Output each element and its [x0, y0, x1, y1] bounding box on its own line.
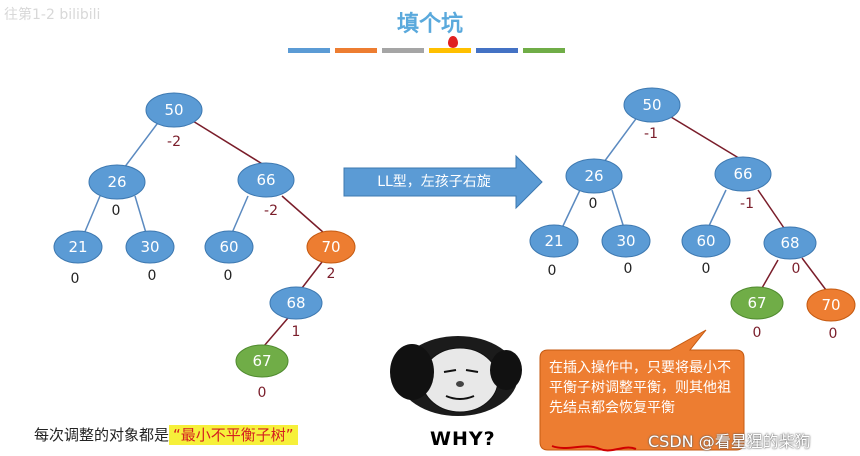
right-node-60: 60	[681, 224, 731, 258]
right-node-50: 50	[623, 87, 681, 123]
node-label: 60	[696, 232, 715, 250]
bottom-caption: 每次调整的对象都是“最小不平衡子树”	[34, 424, 298, 445]
edge-66-60	[707, 189, 727, 229]
bf-label: -1	[644, 126, 658, 142]
edge-50-66	[187, 117, 265, 166]
node-label: 66	[256, 171, 275, 189]
color-bar-2	[335, 48, 377, 53]
edge-68-67	[263, 317, 289, 347]
node-label: 50	[164, 101, 183, 119]
right-node-67: 67	[730, 286, 784, 320]
bf-label: 0	[258, 385, 267, 401]
edge-68-70	[801, 257, 827, 291]
left-node-50: 50	[145, 92, 203, 128]
edge-50-66	[665, 113, 743, 161]
bilibili-watermark: 往第1-2 bilibili	[4, 7, 101, 23]
edge-50-26	[123, 119, 161, 169]
edge-50-26	[603, 115, 639, 163]
edge-26-21	[83, 195, 101, 235]
color-bar-6	[523, 48, 565, 53]
bf-label: -2	[264, 203, 278, 219]
underline-scribble	[551, 445, 637, 452]
left-tree-edges	[83, 117, 325, 347]
right-node-21: 21	[529, 224, 579, 258]
right-node-68: 68	[763, 226, 817, 260]
left-node-30: 30	[125, 230, 175, 264]
edge-66-60	[231, 195, 249, 234]
bf-label: 0	[702, 261, 711, 277]
left-node-21: 21	[53, 230, 103, 264]
left-node-70: 70	[306, 230, 356, 264]
node-label: 68	[780, 234, 799, 252]
bf-label: -2	[167, 134, 181, 150]
node-label: 67	[252, 352, 271, 370]
left-node-26: 26	[88, 164, 146, 200]
caption-prefix: 每次调整的对象都是	[34, 426, 170, 444]
left-node-66: 66	[237, 162, 295, 198]
right-tree-bf: -1 0 -1 0 0 0 0 0 0	[548, 126, 838, 342]
bubble-text: 在插入操作中，只要将最小不平衡子树调整平衡，则其他祖先结点都会恢复平衡	[549, 360, 731, 416]
arrow-label: LL型，左孩子右旋	[377, 174, 491, 190]
color-bar-4	[429, 48, 471, 53]
edge-26-30	[134, 195, 147, 234]
edge-66-70	[281, 195, 325, 234]
right-node-66: 66	[714, 156, 772, 192]
bf-label: 2	[327, 266, 336, 282]
edge-68-67	[761, 259, 779, 289]
edge-70-68	[301, 261, 323, 289]
bf-label: 0	[548, 263, 557, 279]
bf-label: 0	[792, 261, 801, 277]
edge-26-30	[611, 189, 625, 229]
node-label: 30	[616, 232, 635, 250]
node-label: 70	[821, 296, 840, 314]
page-title: 填个坑	[396, 12, 463, 37]
node-label: 30	[140, 238, 159, 256]
csdn-watermark: CSDN @看星猩的柴狗	[648, 432, 811, 451]
right-node-26: 26	[565, 158, 623, 194]
node-label: 26	[584, 167, 603, 185]
node-label: 21	[68, 238, 87, 256]
right-node-30: 30	[601, 224, 651, 258]
bf-label: 0	[71, 271, 80, 287]
node-label: 70	[321, 238, 340, 256]
node-label: 50	[642, 96, 661, 114]
bf-label: 1	[292, 324, 301, 340]
rotation-arrow: LL型，左孩子右旋	[343, 154, 543, 210]
edge-66-68	[757, 189, 785, 229]
node-label: 26	[107, 173, 126, 191]
panda-meme	[390, 336, 522, 416]
bf-label: 0	[148, 268, 157, 284]
bf-label: 0	[753, 325, 762, 341]
node-label: 60	[219, 238, 238, 256]
edge-26-21	[561, 189, 581, 229]
pin-icon	[448, 36, 458, 48]
bf-label: -1	[740, 196, 754, 212]
node-label: 67	[747, 294, 766, 312]
left-node-68: 68	[269, 286, 323, 320]
right-node-70: 70	[806, 288, 856, 322]
bf-label: 0	[624, 261, 633, 277]
left-tree-bf: -2 0 -2 0 0 0 2 1 0	[71, 134, 336, 401]
left-node-60: 60	[204, 230, 254, 264]
node-label: 68	[286, 294, 305, 312]
bf-label: 0	[589, 196, 598, 212]
color-bar-5	[476, 48, 518, 53]
left-node-67: 67	[235, 344, 289, 378]
right-tree-edges	[561, 113, 827, 291]
bf-label: 0	[224, 268, 233, 284]
right-tree-nodes: 50 26 66 21 30 60 68 67	[529, 87, 856, 322]
caption-highlight: “最小不平衡子树”	[169, 425, 298, 445]
meme-caption: WHY?	[430, 428, 496, 450]
node-label: 21	[544, 232, 563, 250]
color-bar-1	[288, 48, 330, 53]
color-bar-3	[382, 48, 424, 53]
speech-bubble	[539, 329, 745, 452]
node-label: 66	[733, 165, 752, 183]
bf-label: 0	[112, 203, 121, 219]
left-tree-nodes: 50 26 66 21 30 60 70 68	[53, 92, 356, 378]
bf-label: 0	[829, 326, 838, 342]
